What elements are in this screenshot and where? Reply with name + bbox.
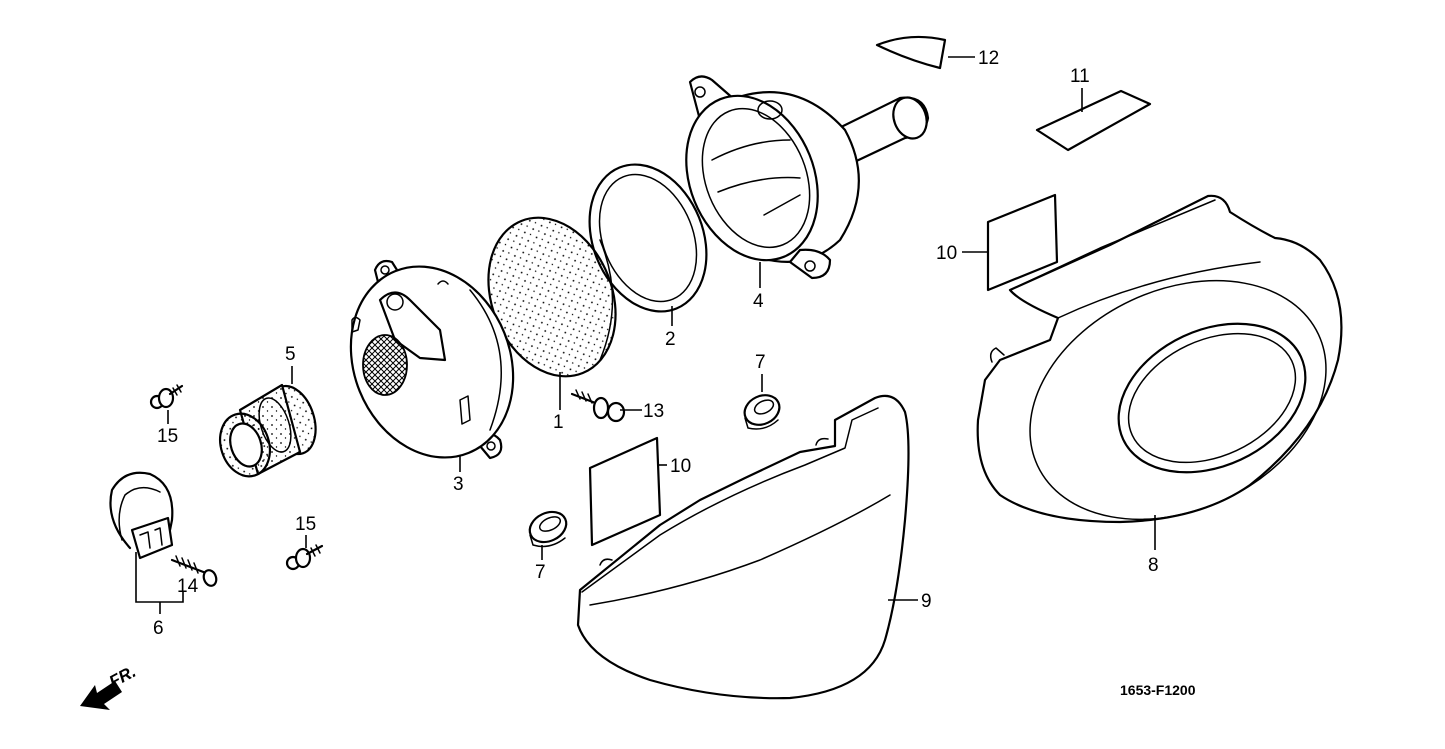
callout-10-upper: 10 bbox=[936, 243, 957, 264]
part-7-grommet-upper bbox=[743, 394, 781, 430]
callout-9: 9 bbox=[921, 591, 932, 612]
callout-1: 1 bbox=[553, 412, 564, 433]
callout-7-lower: 7 bbox=[535, 562, 546, 583]
part-15-bolt-lower bbox=[285, 544, 324, 571]
part-7-grommet-lower bbox=[528, 510, 568, 548]
part-6-band bbox=[109, 471, 174, 560]
part-1-filter-element bbox=[487, 216, 617, 378]
part-15-bolt-upper bbox=[149, 384, 184, 410]
callout-5: 5 bbox=[285, 344, 296, 365]
callout-4: 4 bbox=[753, 291, 764, 312]
callout-11: 11 bbox=[1070, 66, 1090, 87]
callout-15-upper: 15 bbox=[157, 426, 178, 447]
part-10-sticker-right bbox=[986, 193, 1059, 292]
part-5-connecting-tube bbox=[219, 383, 317, 478]
callout-15-lower: 15 bbox=[295, 514, 316, 535]
leader-lines bbox=[135, 56, 1156, 614]
drawing-code: 1653-F1200 bbox=[1120, 682, 1196, 698]
callout-7-upper: 7 bbox=[755, 352, 766, 373]
front-arrow-icon bbox=[80, 681, 122, 710]
callout-14: 14 bbox=[177, 576, 199, 597]
callout-6: 6 bbox=[153, 618, 164, 639]
callout-2: 2 bbox=[665, 329, 676, 350]
callout-3: 3 bbox=[453, 474, 464, 495]
callout-8: 8 bbox=[1148, 555, 1159, 576]
callout-12: 12 bbox=[978, 48, 999, 69]
part-3-cover bbox=[349, 259, 515, 460]
callout-10-lower: 10 bbox=[670, 456, 691, 477]
part-9-left-side-cover bbox=[576, 394, 910, 700]
part-10-sticker-left bbox=[588, 436, 662, 547]
part-14-screw bbox=[170, 555, 218, 587]
callout-13: 13 bbox=[643, 401, 664, 422]
part-13-bolt bbox=[570, 389, 626, 423]
part-11-label bbox=[1035, 89, 1152, 152]
part-8-right-side-cover bbox=[976, 194, 1343, 524]
part-4-air-cleaner-case bbox=[685, 75, 930, 280]
part-12-mark bbox=[875, 35, 947, 70]
